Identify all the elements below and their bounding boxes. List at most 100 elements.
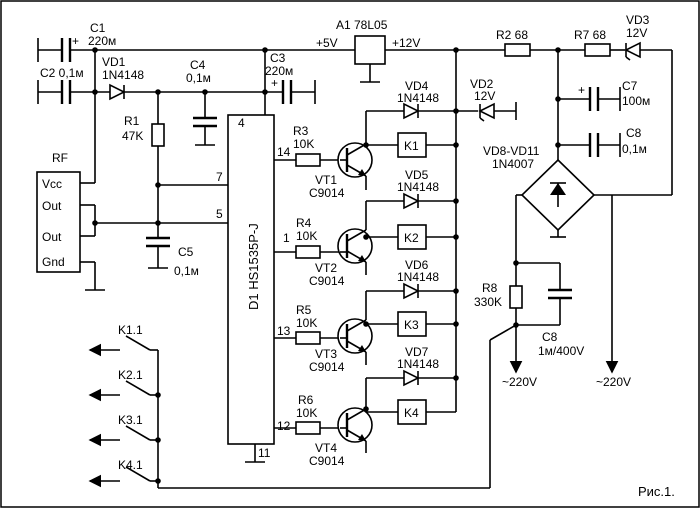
vd3-val: 12V <box>626 26 647 40</box>
d1-pin1: 1 <box>283 231 290 245</box>
c1-value: 220м <box>88 34 116 48</box>
capacitor-c8b <box>516 288 572 326</box>
vd2-val: 12V <box>474 89 495 103</box>
r8-ref: R8 <box>482 281 498 295</box>
c8b-val: 1м/400V <box>538 344 584 358</box>
d1-pin12: 12 <box>277 419 291 433</box>
k3-label: K3 <box>404 318 419 332</box>
capacitor-c7: + <box>558 83 621 111</box>
c1-ref: C1 <box>90 21 106 35</box>
c7-val: 100м <box>622 94 650 108</box>
ac-label-2: ~220V <box>596 375 631 389</box>
figure-caption: Рис.1. <box>638 484 675 499</box>
c4-ref: C4 <box>190 58 206 72</box>
ic-d1 <box>227 114 275 463</box>
capacitor-c3: + <box>265 76 316 104</box>
c5-ref: C5 <box>178 245 194 259</box>
ac-label-1: ~220V <box>502 375 537 389</box>
vd4-type: 1N4148 <box>397 91 439 105</box>
channel-3 <box>274 282 456 365</box>
r3-ref: R3 <box>293 124 309 138</box>
k1-label: K1 <box>404 139 419 153</box>
d1-pin5: 5 <box>216 207 223 221</box>
c7-ref: C7 <box>622 79 638 93</box>
capacitor-c1: + <box>37 34 79 62</box>
channel-2 <box>274 192 456 275</box>
rf-module <box>36 171 81 273</box>
r5-val: 10K <box>296 316 317 330</box>
svg-text:+: + <box>578 83 585 97</box>
resistor-r1 <box>151 92 165 238</box>
k11-label: K1.1 <box>118 323 143 337</box>
r2-label: R2 68 <box>496 28 528 42</box>
vd1-type: 1N4148 <box>102 68 144 82</box>
vt3-ref: VT3 <box>315 347 337 361</box>
vd7-ref: VD7 <box>405 345 429 359</box>
d1-pin11: 11 <box>258 446 271 460</box>
svg-text:+: + <box>271 76 278 90</box>
r6-val: 10K <box>296 406 317 420</box>
vd5-ref: VD5 <box>405 168 429 182</box>
resistor-r2 <box>504 43 531 57</box>
r8-val: 330K <box>474 295 502 309</box>
c3-value: 220м <box>265 64 293 78</box>
channel-4 <box>274 369 456 453</box>
vd1-ref: VD1 <box>102 55 126 69</box>
k31-label: K3.1 <box>118 413 143 427</box>
r4-ref: R4 <box>296 216 312 230</box>
vd8-type: 1N4007 <box>492 157 534 171</box>
r1-val: 47K <box>122 129 143 143</box>
d1-pin14: 14 <box>277 145 291 159</box>
diode-bridge <box>515 158 672 340</box>
vt2-ref: VT2 <box>315 261 337 275</box>
capacitor-c8a <box>558 133 621 157</box>
r5-ref: R5 <box>296 303 312 317</box>
rf-gnd: Gnd <box>42 255 65 269</box>
r6-ref: R6 <box>298 393 314 407</box>
zener-vd3 <box>624 41 673 195</box>
regulator-a1 <box>354 35 386 83</box>
c2-label: C2 0,1м <box>40 66 84 80</box>
vd8-ref: VD8-VD11 <box>483 144 540 158</box>
k4-label: K4 <box>404 406 419 420</box>
vd4-ref: VD4 <box>405 79 429 93</box>
c8b-ref: C8 <box>542 330 558 344</box>
diode-vd1 <box>109 83 265 101</box>
vd7-type: 1N4148 <box>397 357 439 371</box>
vt1-type: C9014 <box>309 186 345 200</box>
vt4-type: C9014 <box>309 454 345 468</box>
c1-plus: + <box>72 34 79 48</box>
a1-label: A1 78L05 <box>336 18 388 32</box>
vd6-type: 1N4148 <box>397 270 439 284</box>
relay-contacts <box>88 324 517 489</box>
c8a-val: 0,1м <box>622 142 647 156</box>
d1-pin13: 13 <box>277 324 291 338</box>
plus5v-label: +5V <box>316 36 338 50</box>
vt2-type: C9014 <box>309 274 345 288</box>
capacitor-c4 <box>193 92 217 146</box>
vt1-ref: VT1 <box>315 173 337 187</box>
d1-label: D1 HS1535P-J <box>246 223 261 310</box>
resistor-r7 <box>584 43 611 57</box>
rf-out2: Out <box>42 230 62 244</box>
d1-pin4: 4 <box>238 116 245 130</box>
rf-label: RF <box>52 151 68 165</box>
vd2-ref: VD2 <box>470 77 494 91</box>
k2-label: K2 <box>404 231 419 245</box>
c5-val: 0,1м <box>174 264 199 278</box>
vd5-type: 1N4148 <box>397 180 439 194</box>
rf-out1: Out <box>42 199 62 213</box>
channel-1 <box>274 102 456 190</box>
r7-label: R7 68 <box>574 28 606 42</box>
c8a-ref: C8 <box>626 126 642 140</box>
r1-ref: R1 <box>124 114 140 128</box>
vt3-type: C9014 <box>309 360 345 374</box>
r3-val: 10K <box>293 137 314 151</box>
resistor-r8 <box>509 285 523 309</box>
plus12v-label: +12V <box>392 36 420 50</box>
d1-pin7: 7 <box>216 170 223 184</box>
c3-ref: C3 <box>270 51 286 65</box>
c4-value: 0,1м <box>186 71 211 85</box>
